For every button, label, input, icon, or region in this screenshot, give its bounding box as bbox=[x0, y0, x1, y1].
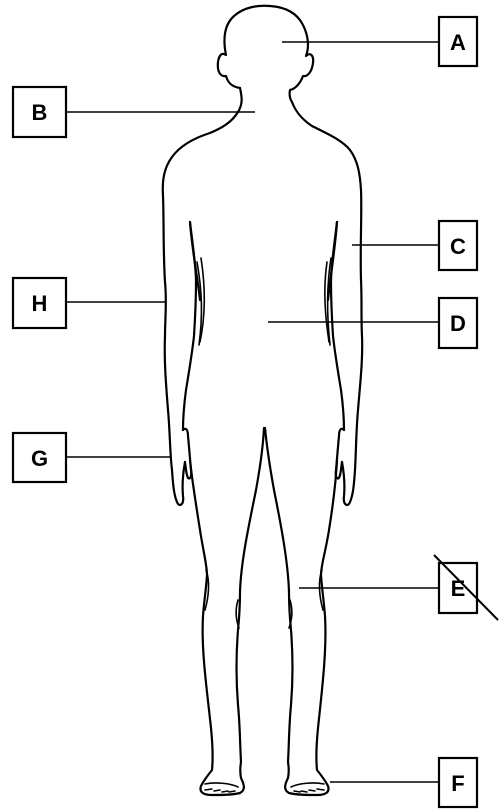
label-c-text: C bbox=[450, 234, 466, 259]
label-d-text: D bbox=[450, 311, 466, 336]
label-e: E bbox=[434, 555, 498, 620]
label-g: G bbox=[13, 433, 66, 482]
human-body-outline bbox=[163, 6, 362, 795]
right-torso-outline bbox=[328, 222, 337, 300]
head-outline bbox=[218, 6, 313, 102]
label-h: H bbox=[13, 278, 66, 328]
label-a-text: A bbox=[450, 30, 466, 55]
label-d: D bbox=[439, 298, 477, 348]
label-b: B bbox=[13, 87, 66, 137]
label-b-text: B bbox=[32, 100, 48, 125]
left-toes-detail bbox=[205, 783, 238, 792]
label-g-text: G bbox=[31, 446, 48, 471]
leader-lines bbox=[66, 42, 439, 782]
left-leg-outline bbox=[190, 428, 264, 795]
label-c: C bbox=[439, 221, 477, 270]
body-details bbox=[197, 258, 331, 792]
label-f: F bbox=[439, 758, 477, 807]
label-f-text: F bbox=[451, 771, 464, 796]
right-leg-outline bbox=[265, 428, 337, 795]
label-h-text: H bbox=[32, 291, 48, 316]
left-arm-outline bbox=[163, 88, 242, 505]
right-toes-detail bbox=[291, 783, 324, 792]
label-a: A bbox=[439, 17, 477, 66]
